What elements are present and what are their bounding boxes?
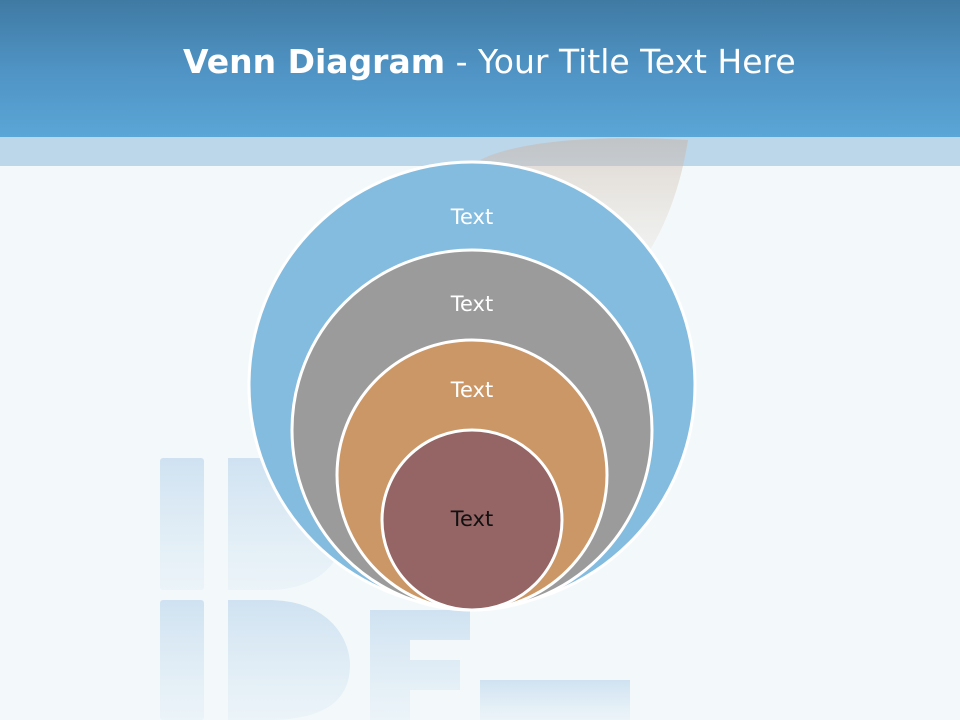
circle-label-inner: Text [450,507,493,531]
slide-title-bold: Venn Diagram [183,42,446,81]
circle-label-second: Text [450,292,493,316]
circle-label-third: Text [450,378,493,402]
slide-title: Venn Diagram - Your Title Text Here [183,40,796,84]
circle-inner [380,428,564,612]
circle-label-outer: Text [450,205,493,229]
title-bar [0,0,960,137]
slide-title-rest: - Your Title Text Here [445,42,796,81]
